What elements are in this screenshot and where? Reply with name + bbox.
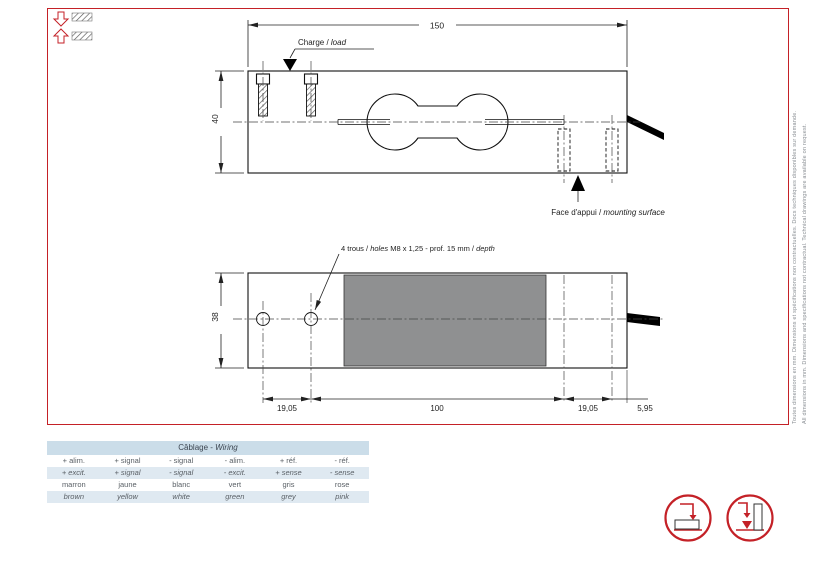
mounting-orientation-icon-vertical: [726, 494, 774, 542]
table-row: + alim. + signal - signal - alim. + réf.…: [47, 455, 369, 467]
dim-150: 150: [247, 20, 628, 67]
drawing-frame: Charge / load Face d'appui / mounting su…: [47, 8, 789, 425]
wiring-table: Câblage - Wiring + alim. + signal - sign…: [47, 441, 369, 503]
side-notes: Toutes dimensions en mm. Dimensions et s…: [791, 52, 811, 424]
hatched-surface-icon: [71, 12, 93, 22]
table-cell: brown: [63, 492, 85, 501]
plan-grey-block: [343, 274, 547, 367]
hatched-surface-icon: [71, 31, 93, 41]
table-cell: + excit.: [61, 468, 86, 477]
holes-label-depth: depth: [476, 244, 495, 253]
table-cell: blanc: [172, 480, 191, 489]
table-cell: - signal: [169, 468, 194, 477]
technical-drawing: Charge / load Face d'appui / mounting su…: [52, 11, 665, 413]
table-cell: marron: [61, 480, 86, 489]
table-cell: pink: [335, 492, 350, 501]
dim-38-text: 38: [210, 312, 220, 322]
holes-label-spec: M8 x 1,25 - prof. 15 mm /: [388, 244, 476, 253]
dim-19-05-left-text: 19,05: [277, 404, 298, 413]
load-direction-icon: [52, 11, 93, 44]
table-cell: white: [172, 492, 190, 501]
table-cell: - excit.: [223, 468, 246, 477]
cable: [627, 115, 664, 140]
dim-19-05-right-text: 19,05: [578, 404, 599, 413]
mounting-orientation-icon-horizontal: [664, 494, 712, 542]
dim-40: 40: [210, 70, 244, 174]
table-cell: + sense: [275, 468, 302, 477]
centerlines-side: [233, 61, 640, 183]
svg-text:Face d'appui / mounting surfac: Face d'appui / mounting surface: [551, 208, 665, 217]
side-note-fr: Toutes dimensions en mm. Dimensions et s…: [792, 110, 798, 424]
svg-text:4 trous / holes M8 x 1,25 - pr: 4 trous / holes M8 x 1,25 - prof. 15 mm …: [341, 244, 495, 253]
mounting-arrow: [571, 175, 585, 191]
load-arrow: [283, 59, 297, 71]
table-cell: - réf.: [334, 456, 350, 465]
table-cell: - alim.: [224, 456, 246, 465]
wiring-table-title: Câblage - Wiring: [47, 441, 369, 455]
table-cell: + réf.: [279, 456, 298, 465]
holes-annotation: 4 trous / holes M8 x 1,25 - prof. 15 mm …: [314, 244, 495, 311]
table-row: marron jaune blanc vert gris rose: [47, 479, 369, 491]
table-cell: grey: [281, 492, 296, 501]
table-cell: vert: [228, 480, 242, 489]
cable: [627, 313, 660, 326]
wiring-title-fr: Câblage -: [178, 443, 216, 452]
dim-38: 38: [210, 272, 244, 369]
svg-text:Charge / load: Charge / load: [298, 38, 347, 47]
table-cell: gris: [282, 480, 295, 489]
table-cell: green: [225, 492, 245, 501]
side-note-en: All dimensions in mm. Dimensions and spe…: [801, 123, 808, 424]
dim-40-text: 40: [210, 114, 220, 124]
table-cell: rose: [334, 480, 350, 489]
centerlines-plan: [233, 275, 664, 403]
table-cell: + signal: [114, 468, 141, 477]
mounting-surface-annotation: Face d'appui / mounting surface: [551, 175, 665, 217]
dim-150-text: 150: [430, 21, 444, 31]
table-cell: + signal: [114, 456, 141, 465]
holes-label-fr: 4 trous /: [341, 244, 370, 253]
mounting-label-fr: Face d'appui /: [551, 208, 603, 217]
table-cell: + alim.: [62, 456, 85, 465]
charge-load-annotation: Charge / load: [283, 38, 374, 71]
dim-5-95-text: 5,95: [637, 404, 653, 413]
table-cell: yellow: [117, 492, 138, 501]
wiring-title-en: Wiring: [215, 443, 238, 452]
table-cell: jaune: [118, 480, 137, 489]
table-cell: - signal: [169, 456, 194, 465]
charge-label-fr: Charge /: [298, 38, 331, 47]
table-row: + excit. + signal - signal - excit. + se…: [47, 467, 369, 479]
holes-label-en: holes: [370, 244, 388, 253]
charge-label-en: load: [331, 38, 347, 47]
dim-100-text: 100: [430, 404, 444, 413]
table-cell: - sense: [329, 468, 355, 477]
mounting-label-en: mounting surface: [603, 208, 665, 217]
table-row: brown yellow white green grey pink: [47, 491, 369, 503]
mounting-pictograms: [664, 494, 774, 542]
plan-view: [247, 272, 660, 369]
dim-chain-bottom: 19,05 100 19,05 5,95: [263, 396, 653, 413]
